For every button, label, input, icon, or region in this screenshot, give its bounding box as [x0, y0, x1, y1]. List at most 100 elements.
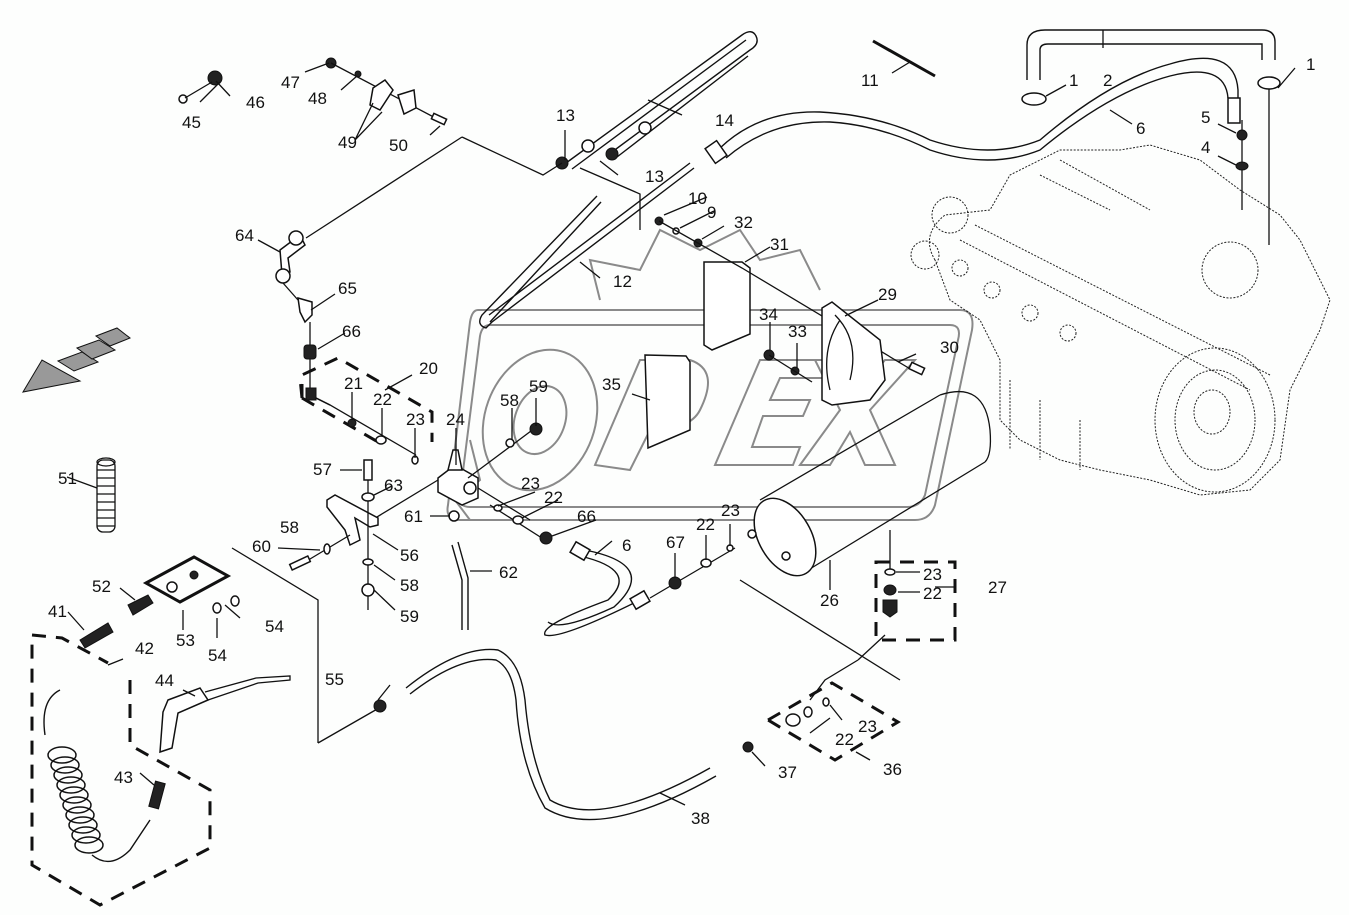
callout-60[interactable]: 60 — [252, 537, 271, 556]
callout-29[interactable]: 29 — [878, 285, 897, 304]
callout-20[interactable]: 20 — [419, 359, 438, 378]
callout-4[interactable]: 4 — [1201, 138, 1210, 157]
callout-59b[interactable]: 59 — [400, 607, 419, 626]
callout-64[interactable]: 64 — [235, 226, 254, 245]
callout-50[interactable]: 50 — [389, 136, 408, 155]
callout-63[interactable]: 63 — [384, 476, 403, 495]
callout-51[interactable]: 51 — [58, 469, 77, 488]
plug-37 — [742, 741, 754, 753]
callout-23e[interactable]: 23 — [858, 717, 877, 736]
callout-11[interactable]: 11 — [861, 71, 879, 90]
callout-58c[interactable]: 58 — [400, 576, 419, 595]
kit-20 — [298, 356, 434, 465]
callout-1a[interactable]: 1 — [1069, 71, 1078, 90]
callout-10[interactable]: 10 — [688, 189, 707, 208]
callout-46[interactable]: 46 — [246, 93, 265, 112]
pipe-12 — [479, 162, 695, 329]
callout-42[interactable]: 42 — [135, 639, 154, 658]
callout-5[interactable]: 5 — [1201, 108, 1210, 127]
callout-35[interactable]: 35 — [602, 375, 621, 394]
plate-35 — [644, 354, 691, 450]
callout-65[interactable]: 65 — [338, 279, 357, 298]
blow-gun-kit-42 — [30, 633, 291, 907]
callout-36[interactable]: 36 — [883, 760, 902, 779]
air-tank-26 — [739, 390, 992, 681]
callout-30[interactable]: 30 — [940, 338, 959, 357]
callout-34[interactable]: 34 — [759, 305, 778, 324]
hose-clamp-1a — [1021, 92, 1047, 106]
callout-9[interactable]: 9 — [707, 203, 716, 222]
callout-62[interactable]: 62 — [499, 563, 518, 582]
callout-6a[interactable]: 6 — [1136, 119, 1145, 138]
callout-38[interactable]: 38 — [691, 809, 710, 828]
callout-1b[interactable]: 1 — [1306, 55, 1315, 74]
callout-48[interactable]: 48 — [308, 89, 327, 108]
callout-2[interactable]: 2 — [1103, 71, 1112, 90]
callout-49[interactable]: 49 — [338, 133, 357, 152]
callout-32[interactable]: 32 — [734, 213, 753, 232]
spiral-hose-51 — [96, 457, 116, 533]
callout-26[interactable]: 26 — [820, 591, 839, 610]
callout-27[interactable]: 27 — [988, 578, 1007, 597]
callout-44[interactable]: 44 — [155, 671, 174, 690]
engine-illustration — [910, 144, 1331, 496]
callout-53[interactable]: 53 — [176, 631, 195, 650]
callout-56[interactable]: 56 — [400, 546, 419, 565]
hose-62 — [451, 541, 469, 630]
elbow-64 — [275, 230, 317, 390]
hose-38 — [405, 648, 717, 821]
callout-23c[interactable]: 23 — [721, 501, 740, 520]
callout-61[interactable]: 61 — [404, 507, 423, 526]
pipe-14 — [565, 31, 758, 170]
callout-45[interactable]: 45 — [182, 113, 201, 132]
cable-tie-11 — [872, 39, 936, 78]
callout-12[interactable]: 12 — [613, 272, 632, 291]
hose-6-lower — [489, 504, 736, 637]
callout-22b[interactable]: 22 — [544, 488, 563, 507]
callout-31[interactable]: 31 — [770, 235, 789, 254]
callout-47[interactable]: 47 — [281, 73, 300, 92]
callout-57[interactable]: 57 — [313, 460, 332, 479]
callout-43[interactable]: 43 — [114, 768, 133, 787]
drain-kit-27 — [874, 560, 957, 642]
hose-6-top — [704, 57, 1241, 165]
callout-33[interactable]: 33 — [788, 322, 807, 341]
bracket-56 — [288, 459, 460, 610]
tank-bracket-29 — [763, 301, 926, 406]
callout-41[interactable]: 41 — [48, 602, 67, 621]
callout-labels: 1 1 2 4 5 6 6 9 10 11 12 13 13 14 20 21 … — [48, 55, 1315, 828]
callout-54a[interactable]: 54 — [208, 646, 227, 665]
callout-54b[interactable]: 54 — [265, 617, 284, 636]
hose-clamp-1b — [1257, 76, 1281, 90]
callout-13a[interactable]: 13 — [556, 106, 575, 125]
coupling-kit-53 — [79, 555, 240, 649]
callout-23a[interactable]: 23 — [406, 410, 425, 429]
fitting-55 — [373, 699, 387, 713]
callout-37[interactable]: 37 — [778, 763, 797, 782]
callout-55[interactable]: 55 — [325, 670, 344, 689]
fastener-group — [178, 57, 448, 126]
callout-24[interactable]: 24 — [446, 410, 465, 429]
hose-2 — [1026, 29, 1276, 80]
callout-21[interactable]: 21 — [344, 374, 363, 393]
opex-watermark — [446, 228, 974, 521]
callout-67[interactable]: 67 — [666, 533, 685, 552]
callout-23d[interactable]: 23 — [923, 565, 942, 584]
callout-22d[interactable]: 22 — [923, 584, 942, 603]
callout-22c[interactable]: 22 — [696, 515, 715, 534]
callout-59a[interactable]: 59 — [529, 377, 548, 396]
callout-6b[interactable]: 6 — [622, 536, 631, 555]
callout-22a[interactable]: 22 — [373, 390, 392, 409]
callout-58a[interactable]: 58 — [500, 391, 519, 410]
callout-23b[interactable]: 23 — [521, 474, 540, 493]
callout-58b[interactable]: 58 — [280, 518, 299, 537]
callout-66b[interactable]: 66 — [577, 507, 596, 526]
leader-lines — [66, 30, 1296, 806]
callout-22e[interactable]: 22 — [835, 730, 854, 749]
callout-52[interactable]: 52 — [92, 577, 111, 596]
callout-14[interactable]: 14 — [715, 111, 734, 130]
direction-arrow-icon — [22, 327, 132, 393]
callout-66a[interactable]: 66 — [342, 322, 361, 341]
callout-13b[interactable]: 13 — [645, 167, 664, 186]
